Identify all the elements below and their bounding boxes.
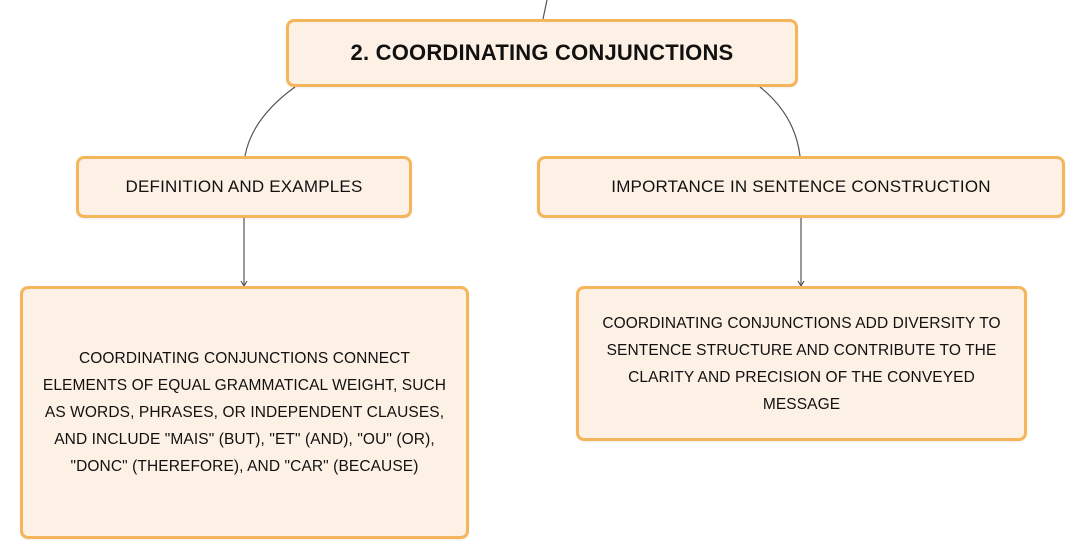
leaf-text: COORDINATING CONJUNCTIONS ADD DIVERSITY …	[602, 314, 1001, 413]
edge-parent-to-root	[542, 0, 548, 20]
edge-root-to-importance	[759, 86, 801, 157]
branch-label: IMPORTANCE IN SENTENCE CONSTRUCTION	[611, 177, 991, 196]
root-title: 2. COORDINATING CONJUNCTIONS	[350, 40, 734, 65]
branch-node-importance[interactable]: IMPORTANCE IN SENTENCE CONSTRUCTION	[537, 156, 1065, 218]
leaf-text: COORDINATING CONJUNCTIONS CONNECT ELEMEN…	[42, 350, 447, 475]
leaf-node-definition-detail[interactable]: COORDINATING CONJUNCTIONS CONNECT ELEMEN…	[20, 286, 469, 539]
branch-label: DEFINITION AND EXAMPLES	[125, 177, 363, 196]
leaf-node-importance-detail[interactable]: COORDINATING CONJUNCTIONS ADD DIVERSITY …	[576, 286, 1027, 441]
root-node[interactable]: 2. COORDINATING CONJUNCTIONS	[286, 19, 798, 87]
branch-node-definition[interactable]: DEFINITION AND EXAMPLES	[76, 156, 412, 218]
edge-root-to-definition	[244, 86, 296, 157]
